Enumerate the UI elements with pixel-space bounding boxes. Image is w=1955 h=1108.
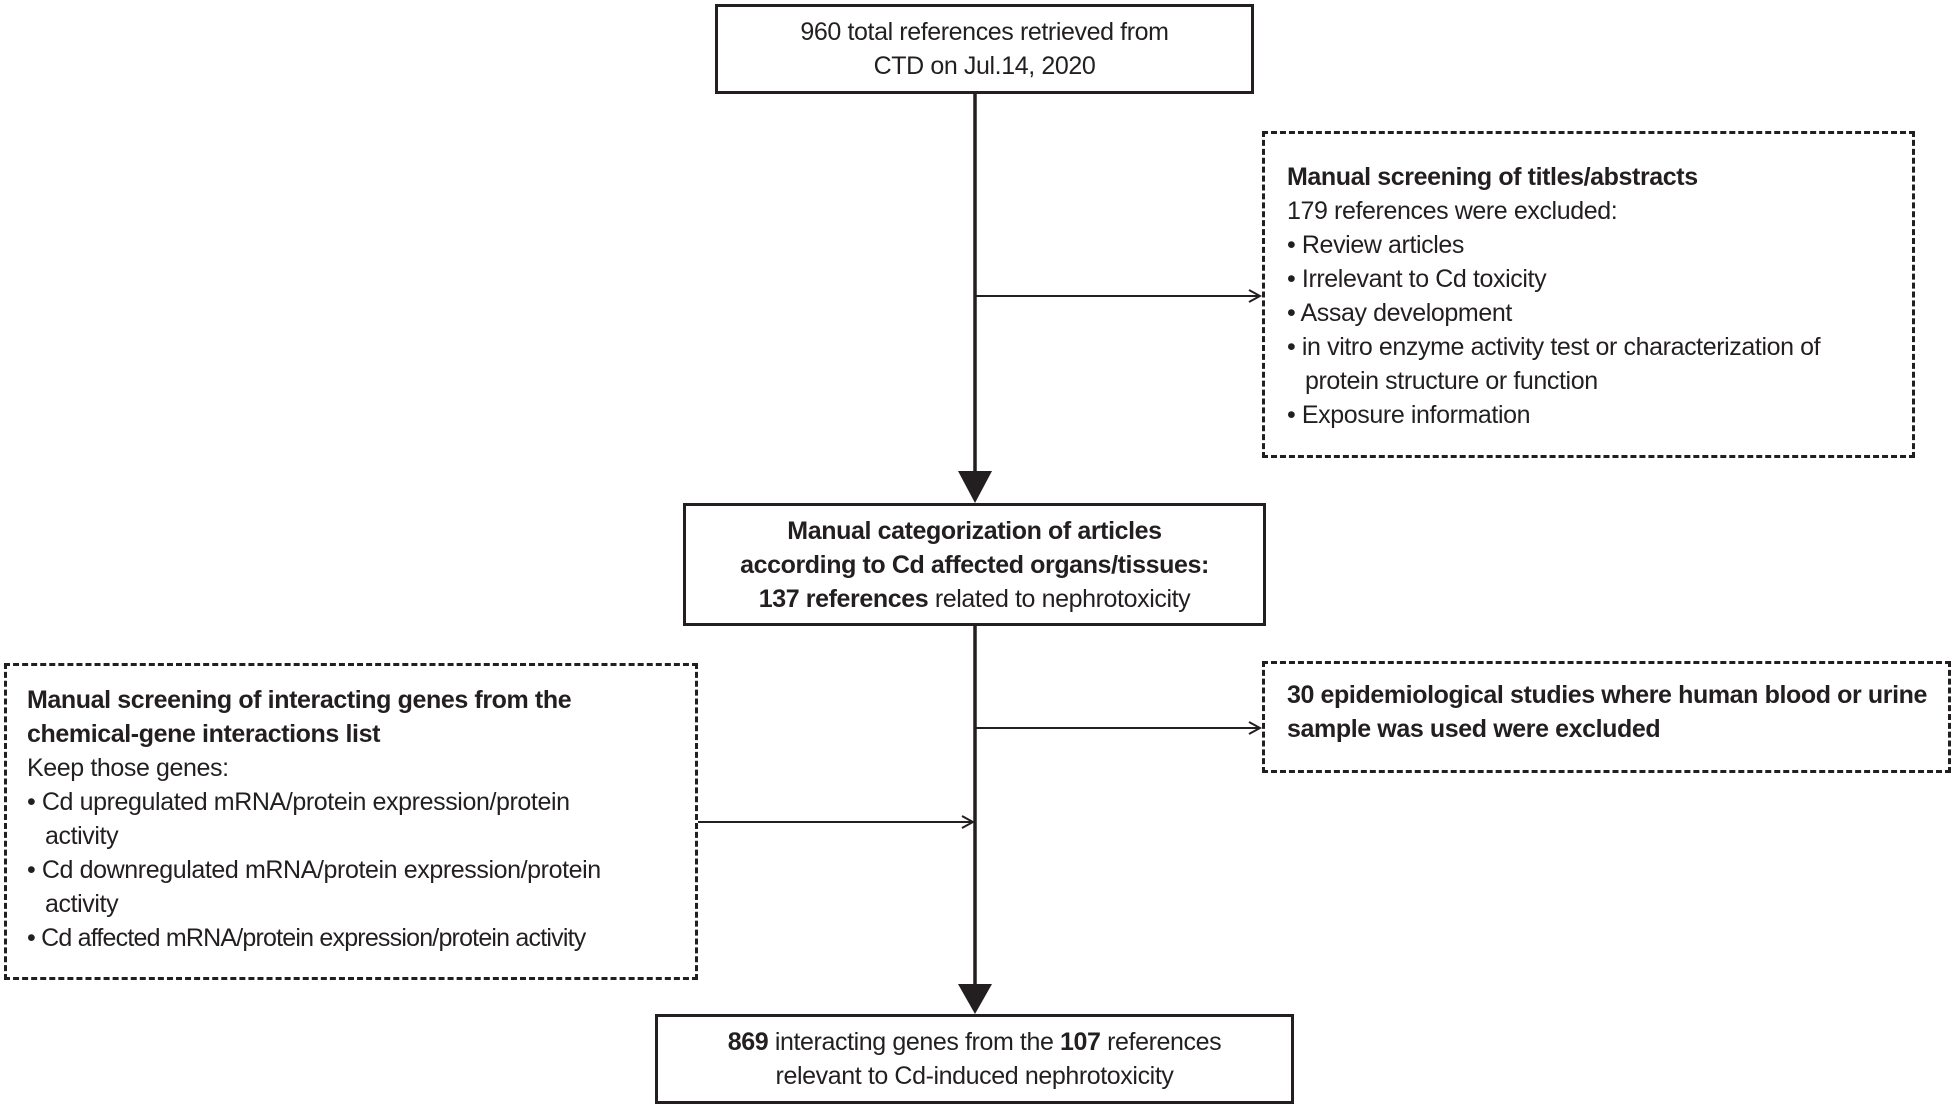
categorization-rest: related to nephrotoxicity <box>928 584 1191 613</box>
list-item-text: Cd affected mRNA/protein expression/prot… <box>41 924 586 952</box>
start-box: 960 total references retrieved from CTD … <box>715 4 1254 94</box>
list-item-text: Irrelevant to Cd toxicity <box>1301 265 1547 293</box>
title-screening-heading: Manual screening of titles/abstracts <box>1287 163 1698 191</box>
categorization-box: Manual categorization of articles accord… <box>683 503 1266 626</box>
list-item-text: Review articles <box>1301 231 1465 259</box>
categorization-line-1: Manual categorization of articles <box>787 516 1162 545</box>
list-item: • in vitro enzyme activity test or chara… <box>1287 333 1821 395</box>
list-item: • Cd upregulated mRNA/protein expression… <box>27 788 570 850</box>
start-line-2: CTD on Jul.14, 2020 <box>873 52 1096 80</box>
result-mid: interacting genes from the <box>768 1028 1061 1056</box>
categorization-line-2: according to Cd affected organs/tissues: <box>740 550 1209 579</box>
title-screening-subtitle: 179 references were excluded: <box>1287 197 1618 225</box>
list-item: • Irrelevant to Cd toxicity <box>1287 265 1547 293</box>
list-item: • Assay development <box>1287 299 1513 327</box>
arrowhead-down-2 <box>958 984 992 1014</box>
list-item: • Exposure information <box>1287 401 1531 429</box>
result-line-1: 869 interacting genes from the 107 refer… <box>658 1025 1291 1059</box>
epi-exclusion-text: 30 epidemiological studies where human b… <box>1287 681 1928 743</box>
result-end: references <box>1100 1028 1222 1056</box>
result-box: 869 interacting genes from the 107 refer… <box>655 1014 1294 1104</box>
list-item-text: Exposure information <box>1301 401 1531 429</box>
arrowhead-down-1 <box>958 471 992 503</box>
gene-screening-heading: Manual screening of interacting genes fr… <box>27 686 572 748</box>
list-item: • Review articles <box>1287 231 1465 259</box>
list-item-text: Assay development <box>1300 299 1513 327</box>
list-item: • Cd affected mRNA/protein expression/pr… <box>27 924 586 952</box>
list-item-text: in vitro enzyme activity test or charact… <box>1301 333 1821 395</box>
categorization-line-3: 137 references related to nephrotoxicity <box>686 582 1263 616</box>
reference-count: 137 references <box>758 584 929 613</box>
gene-screening-subtitle: Keep those genes: <box>27 754 229 782</box>
list-item-text: Cd downregulated mRNA/protein expression… <box>41 856 601 918</box>
epi-exclusion-box: 30 epidemiological studies where human b… <box>1262 661 1951 773</box>
list-item-text: Cd upregulated mRNA/protein expression/p… <box>41 788 570 850</box>
start-line-1: 960 total references retrieved from <box>800 18 1169 46</box>
result-ref-count: 107 <box>1060 1028 1101 1056</box>
title-screening-box: Manual screening of titles/abstracts 179… <box>1262 131 1915 458</box>
result-line-2: relevant to Cd-induced nephrotoxicity <box>775 1062 1174 1090</box>
gene-count: 869 <box>727 1028 769 1056</box>
list-item: • Cd downregulated mRNA/protein expressi… <box>27 856 601 918</box>
gene-screening-box: Manual screening of interacting genes fr… <box>4 663 698 980</box>
